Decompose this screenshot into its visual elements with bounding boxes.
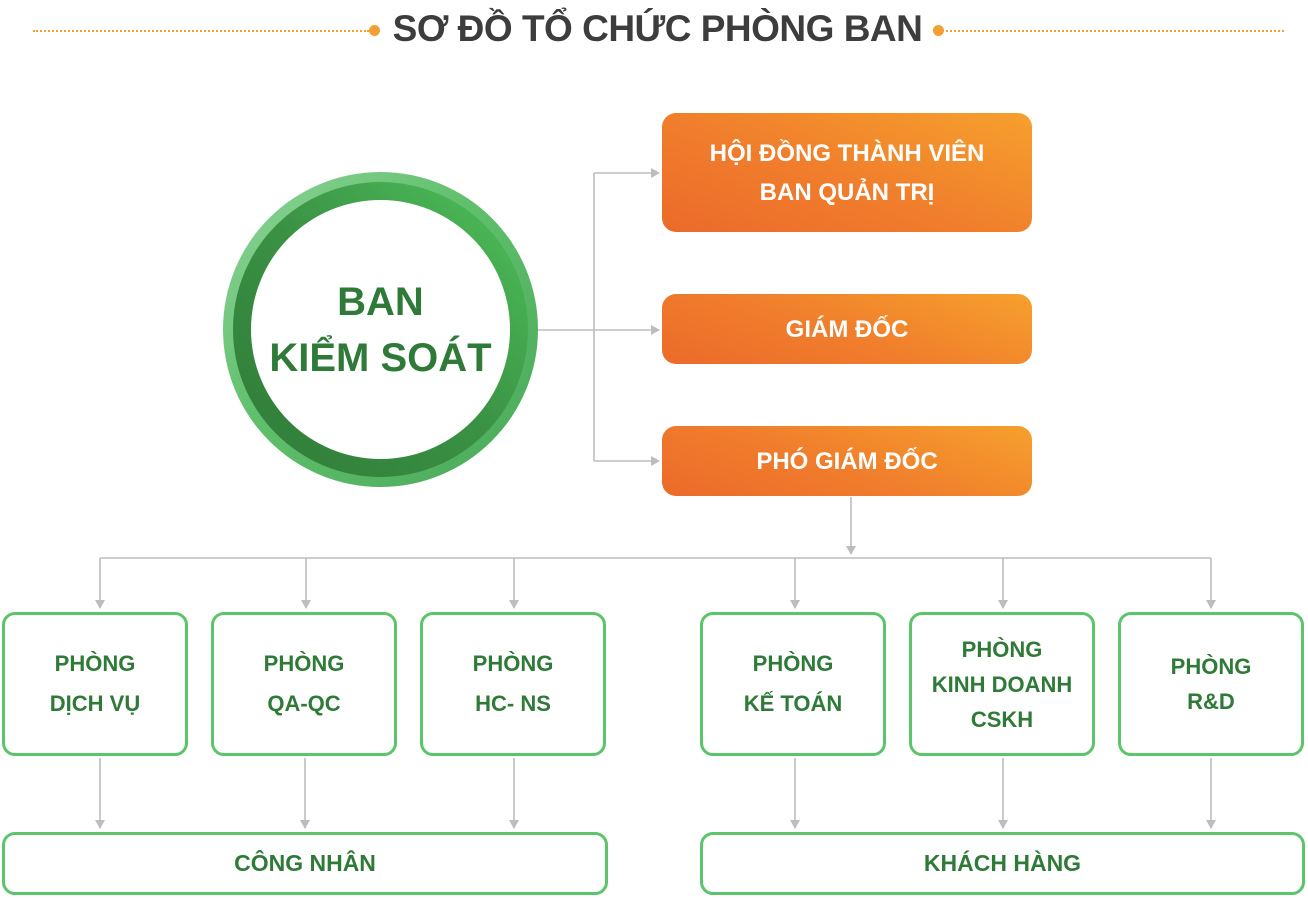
- node-line: PHÒNG: [961, 636, 1043, 662]
- node-line: GIÁM ĐỐC: [785, 315, 909, 343]
- node-line: HC- NS: [475, 691, 551, 716]
- node-line: R&D: [1187, 689, 1235, 714]
- node-line: CÔNG NHÂN: [234, 850, 376, 876]
- title-dot-right: [933, 25, 944, 36]
- customers-node: KHÁCH HÀNG: [700, 832, 1305, 895]
- dept-accounting-node: PHÒNG KẾ TOÁN: [700, 612, 886, 756]
- node-line: QA-QC: [267, 691, 341, 716]
- page-title: SƠ ĐỒ TỔ CHỨC PHÒNG BAN: [392, 8, 923, 49]
- title-dotted-line-right: [946, 30, 1284, 32]
- node-line: PHÒNG: [263, 651, 345, 676]
- node-line: BAN QUẢN TRỊ: [759, 178, 935, 206]
- members-council-node: HỘI ĐỒNG THÀNH VIÊN BAN QUẢN TRỊ: [662, 113, 1032, 232]
- control-board-line-1: BAN: [337, 279, 424, 324]
- node-line: KẾ TOÁN: [743, 691, 843, 716]
- deputy-director-node: PHÓ GIÁM ĐỐC: [662, 426, 1032, 496]
- control-board-circle-inner: [251, 200, 510, 459]
- node-line: KHÁCH HÀNG: [923, 850, 1082, 876]
- node-line: PHÓ GIÁM ĐỐC: [756, 447, 938, 475]
- node-line: KINH DOANH: [931, 671, 1073, 697]
- node-line: DỊCH VỤ: [49, 691, 141, 716]
- control-board-line-2: KIỂM SOÁT: [269, 335, 492, 380]
- title-dotted-line-left: [33, 30, 369, 32]
- node-line: PHÒNG: [54, 651, 136, 676]
- node-line: CSKH: [970, 706, 1034, 732]
- director-node: GIÁM ĐỐC: [662, 294, 1032, 364]
- dept-qa-qc-node: PHÒNG QA-QC: [211, 612, 397, 756]
- title-dot-left: [369, 25, 380, 36]
- node-line: PHÒNG: [1170, 654, 1252, 679]
- dept-service-node: PHÒNG DỊCH VỤ: [2, 612, 188, 756]
- dept-rnd-node: PHÒNG R&D: [1118, 612, 1304, 756]
- node-line: HỘI ĐỒNG THÀNH VIÊN: [709, 139, 985, 167]
- title-bar: SƠ ĐỒ TỔ CHỨC PHÒNG BAN: [0, 0, 1308, 60]
- dept-sales-cs-node: PHÒNG KINH DOANH CSKH: [909, 612, 1095, 756]
- control-board-node: BAN KIỂM SOÁT: [251, 200, 510, 459]
- workers-node: CÔNG NHÂN: [2, 832, 608, 895]
- node-line: PHÒNG: [752, 651, 834, 676]
- node-line: PHÒNG: [472, 651, 554, 676]
- dept-hc-ns-node: PHÒNG HC- NS: [420, 612, 606, 756]
